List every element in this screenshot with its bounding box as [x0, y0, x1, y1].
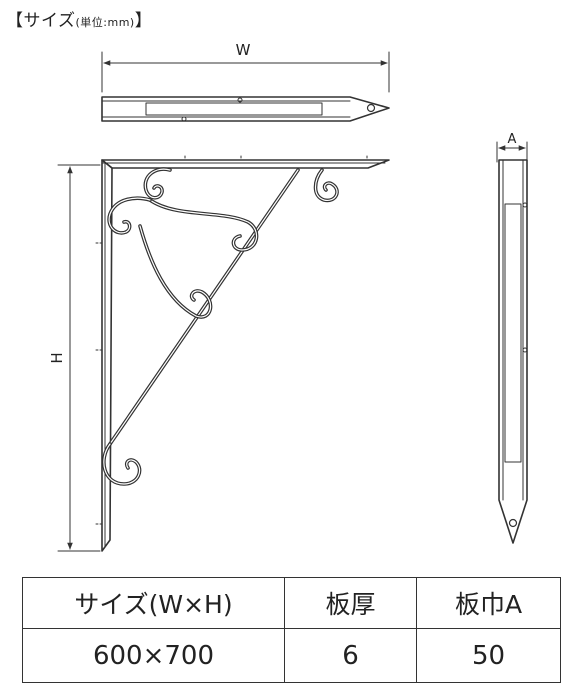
side-view — [498, 159, 528, 544]
height-dimension: H — [48, 164, 101, 552]
width-dimension: W — [101, 41, 390, 93]
plate-width-label: A — [508, 132, 517, 147]
spec-table-header-row: サイズ(W×H) 板厚 板巾A — [22, 577, 561, 629]
plate-width-dimension: A — [496, 132, 528, 163]
width-label: W — [236, 41, 251, 59]
spec-table-value-row: 600×700 6 50 — [22, 628, 561, 683]
value-thickness: 6 — [284, 628, 417, 683]
value-plate-width: 50 — [416, 628, 561, 683]
top-view — [101, 96, 390, 122]
section-heading: 【サイズ(単位:mm)】 — [6, 6, 152, 31]
heading-label: サイズ — [23, 11, 76, 31]
height-label: H — [48, 352, 66, 363]
heading-close-bracket: 】 — [134, 11, 153, 31]
bracket-drawing: W A H — [48, 41, 528, 552]
spec-table: サイズ(W×H) 板厚 板巾A 600×700 6 50 — [22, 577, 561, 683]
heading-unit: (単位:mm) — [75, 16, 135, 29]
header-size: サイズ(W×H) — [22, 577, 285, 629]
heading-open-bracket: 【 — [6, 11, 24, 31]
header-thickness: 板厚 — [284, 577, 417, 629]
header-plate-width: 板巾A — [416, 577, 561, 629]
value-size: 600×700 — [22, 628, 285, 683]
front-view-bracket — [95, 155, 390, 552]
scroll-ornament — [107, 167, 259, 319]
